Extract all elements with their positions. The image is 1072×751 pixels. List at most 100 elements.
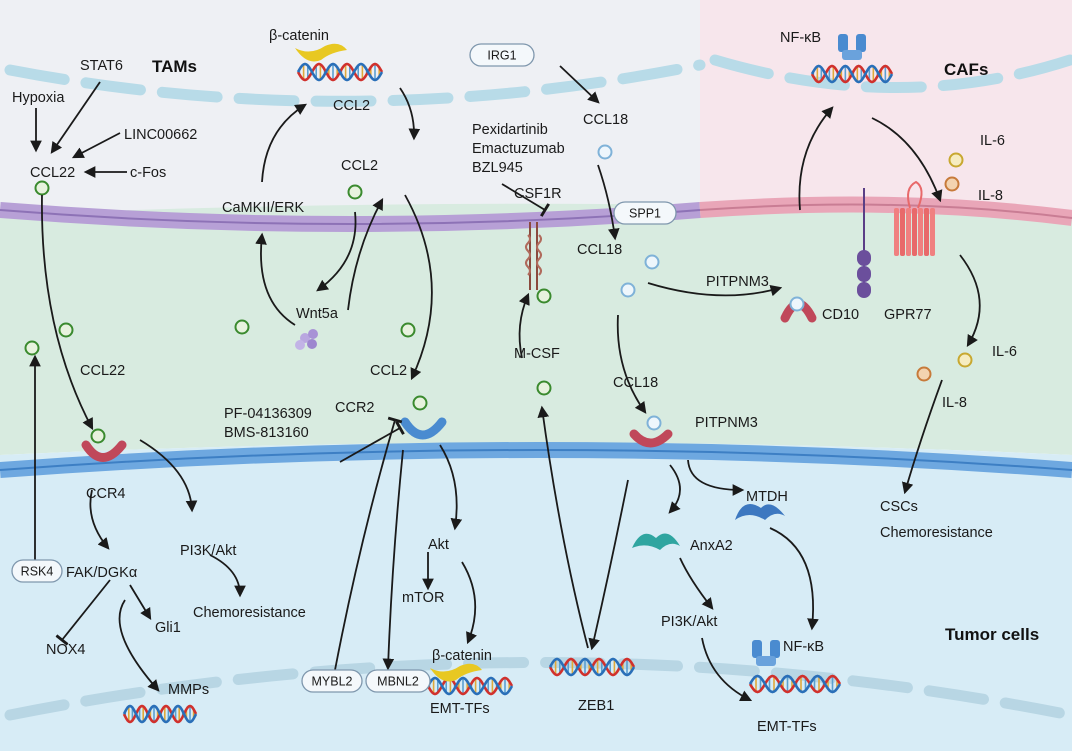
ligand-green-9 [536,380,552,396]
arrow-camkii-ccl2 [261,103,307,183]
pill-mbnl2-box [365,669,431,693]
pill-rsk4: RSK4 [11,559,63,583]
label-il6-top: IL-6 [980,133,1005,149]
arrow-nfkb-il [871,117,943,203]
csf1r-receptor [525,222,542,290]
tam-membrane-line [0,209,701,225]
arrow-irg1-ccl18 [559,65,600,104]
gpr77-helix-6 [930,208,935,256]
arrow-anxa2-pi3k [679,557,714,610]
tumor-membrane-line [0,449,1072,471]
label-mcsf: M-CSF [514,346,560,362]
arrow-akt-bcat [461,561,477,645]
ligand-green-2 [24,340,40,356]
label-mtdh: MTDH [746,489,788,505]
ligand-il6-top [948,152,964,168]
dna-emt-left [426,676,514,696]
pill-mbnl2-label: MBNL2 [377,675,419,689]
arrow-ccr2-akt [439,444,463,531]
label-hypoxia: Hypoxia [12,90,65,106]
arrow-stat6-ccl22 [50,81,101,154]
inhibit-drugs-csf1r [501,183,550,217]
arrow-ccl18-pitpnm3-low [616,314,647,414]
ccr2-receptor [400,417,447,440]
pill-spp1: SPP1 [613,201,677,225]
arrow-linc-ccl22 [71,132,121,159]
ligand-green-8 [536,288,552,304]
pill-mbnl2: MBNL2 [365,669,431,693]
arrow-pi3k-emt [701,637,753,702]
label-ccl22-mid: CCL22 [80,363,125,379]
dna-zeb1 [548,657,636,677]
label-bms: BMS-813160 [224,425,309,441]
ligand-green-6 [400,322,416,338]
receptors [81,34,935,682]
caf-membrane-line [699,203,1072,219]
pill-spp1-label: SPP1 [629,207,661,221]
arrow-pi3k-chemo [209,554,246,598]
arrow-mtdh-nfkb [769,527,819,631]
pill-irg1-box [469,43,535,67]
arrow-ccl18-down [597,164,620,241]
arrow-gpr77-il6 [959,254,981,348]
pill-rsk4-label: RSK4 [21,565,54,579]
arrow-ccr2-mbnl2 [382,449,404,671]
label-pi3k-left: PI3K/Akt [180,543,236,559]
gpr77-helix-5 [924,208,929,256]
label-csf1r: CSF1R [514,186,562,202]
arrow-wnt5a-camkii [255,232,296,326]
label-cfos: c-Fos [130,165,166,181]
label-linc: LINC00662 [124,127,197,143]
ccr4-receptor [81,440,127,462]
label-il8-mid: IL-8 [942,395,967,411]
gpr77-receptor [894,180,935,256]
stroma-region-bg [0,203,1072,455]
dna-ccl2 [296,62,384,82]
pill-rsk4-box [11,559,63,583]
label-camkii: CaMKII/ERK [222,200,305,216]
label-emt-left: EMT-TFs [430,701,490,717]
wnt5a-protein [295,329,318,350]
caf-region-bg [700,0,1072,215]
gpr77-tail [907,180,923,209]
anxa2-protein [632,533,680,550]
gpr77-helix-2 [906,208,911,256]
tam-region-bg [0,0,700,215]
label-emt-right: EMT-TFs [757,719,817,735]
label-pitpnm3-top: PITPNM3 [706,274,769,290]
ligand-blue-1 [644,254,660,270]
arrow-ccl2-down [399,87,421,141]
ligand-green-4 [234,319,250,335]
label-nfkb-low: NF-κB [783,639,824,655]
label-mtor: mTOR [402,590,444,606]
arrow-pitpnm3-mtdh [687,459,745,496]
arrow-zeb1-mcsf [537,405,589,649]
arrow-pitpnm3-anxa2 [668,464,681,514]
label-wnt5a: Wnt5a [296,306,339,322]
ligand-blue-2 [620,282,636,298]
label-il6-mid: IL-6 [992,344,1017,360]
label-emac: Emactuzumab [472,141,565,157]
inhibit-fak-nox4 [55,579,111,646]
arrow-fak-mmps [118,599,160,692]
ligand-blue-4 [646,415,662,431]
nfkb-dimer-low [752,640,780,666]
ligand-green-0 [34,180,50,196]
label-bzl: BZL945 [472,160,523,176]
mtdh-protein [735,504,785,520]
label-nox4: NOX4 [46,642,86,658]
pill-spp1-box [613,201,677,225]
region-label-tams: TAMs [152,57,197,76]
arrows [29,65,981,702]
labels: STAT6HypoxiaLINC00662c-FosCCL22CCL22CCR4… [12,28,1017,735]
label-bcat-top: β-catenin [269,28,329,44]
ligand-blue-0 [597,144,613,160]
label-ccl18-low: CCL18 [613,375,658,391]
label-bcat-low: β-catenin [432,648,492,664]
caf-nuclear-envelope [709,54,1072,93]
arrow-ccr4-pi3k [139,439,198,513]
inhibit-mybl2-ccr2 [334,416,403,671]
bcatenin-low-shape [430,663,482,682]
